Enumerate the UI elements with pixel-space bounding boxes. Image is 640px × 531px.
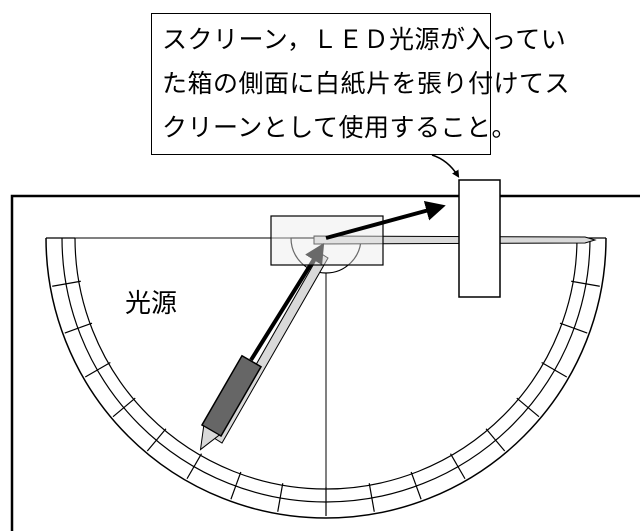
scale-tick-outer	[52, 282, 69, 287]
scale-tick	[541, 361, 554, 370]
led-light-source	[199, 354, 263, 451]
scale-ticks	[52, 280, 600, 516]
scale-tick	[368, 483, 373, 497]
light-source-label: 光源	[125, 289, 177, 319]
board-frame	[10, 194, 640, 531]
scale-tick-outer	[146, 438, 159, 452]
led-case-box	[270, 215, 384, 266]
scale-tick-outer	[526, 405, 540, 418]
scale-tick-outer	[370, 495, 375, 512]
scale-tick	[67, 280, 81, 285]
scale-tick-outer	[583, 282, 600, 287]
scale-tick	[124, 397, 136, 407]
scale-tick	[235, 471, 242, 485]
callout-line-2: た箱の側面に白紙片を張り付けてス	[162, 69, 571, 98]
scale-tick	[449, 453, 458, 466]
scale-tick-outer	[277, 495, 282, 512]
callout-line-3: クリーンとして使用すること。	[162, 113, 518, 142]
scale-tick	[194, 453, 203, 466]
incident-ray-arrow	[249, 242, 325, 362]
scale-tick	[98, 361, 111, 370]
scale-tick	[279, 483, 284, 497]
callout-note: スクリーン，ＬＥＤ光源が入ってい た箱の側面に白紙片を張り付けてス クリーンとし…	[151, 13, 571, 155]
scale-tick-outer	[230, 483, 237, 500]
scale-tick-outer	[552, 368, 568, 378]
refracted-beam	[313, 235, 597, 245]
refracted-ray-arrow	[325, 201, 446, 240]
callout-line-1: スクリーン，ＬＥＤ光源が入ってい	[162, 25, 567, 54]
scale-tick-outer	[186, 464, 196, 480]
scale-tick	[559, 322, 573, 329]
scale-arc-outer	[45, 237, 607, 519]
scale-tick-outer	[64, 327, 81, 334]
callout-leader-arrow	[431, 154, 460, 178]
led-tip	[199, 425, 221, 451]
scale-tick	[79, 322, 93, 329]
scale-tick	[157, 428, 167, 440]
scale-tick	[571, 280, 585, 285]
scale-tick-outer	[456, 464, 466, 480]
screen-panel	[458, 179, 501, 298]
scale-tick-outer	[415, 483, 422, 500]
scale-tick-outer	[112, 405, 126, 418]
scale-tick	[410, 471, 417, 485]
scale-tick-outer	[493, 438, 506, 452]
scale-tick-outer	[84, 368, 100, 378]
scale-tick-outer	[571, 327, 588, 334]
scale-tick	[485, 428, 495, 440]
scale-tick	[516, 397, 528, 407]
